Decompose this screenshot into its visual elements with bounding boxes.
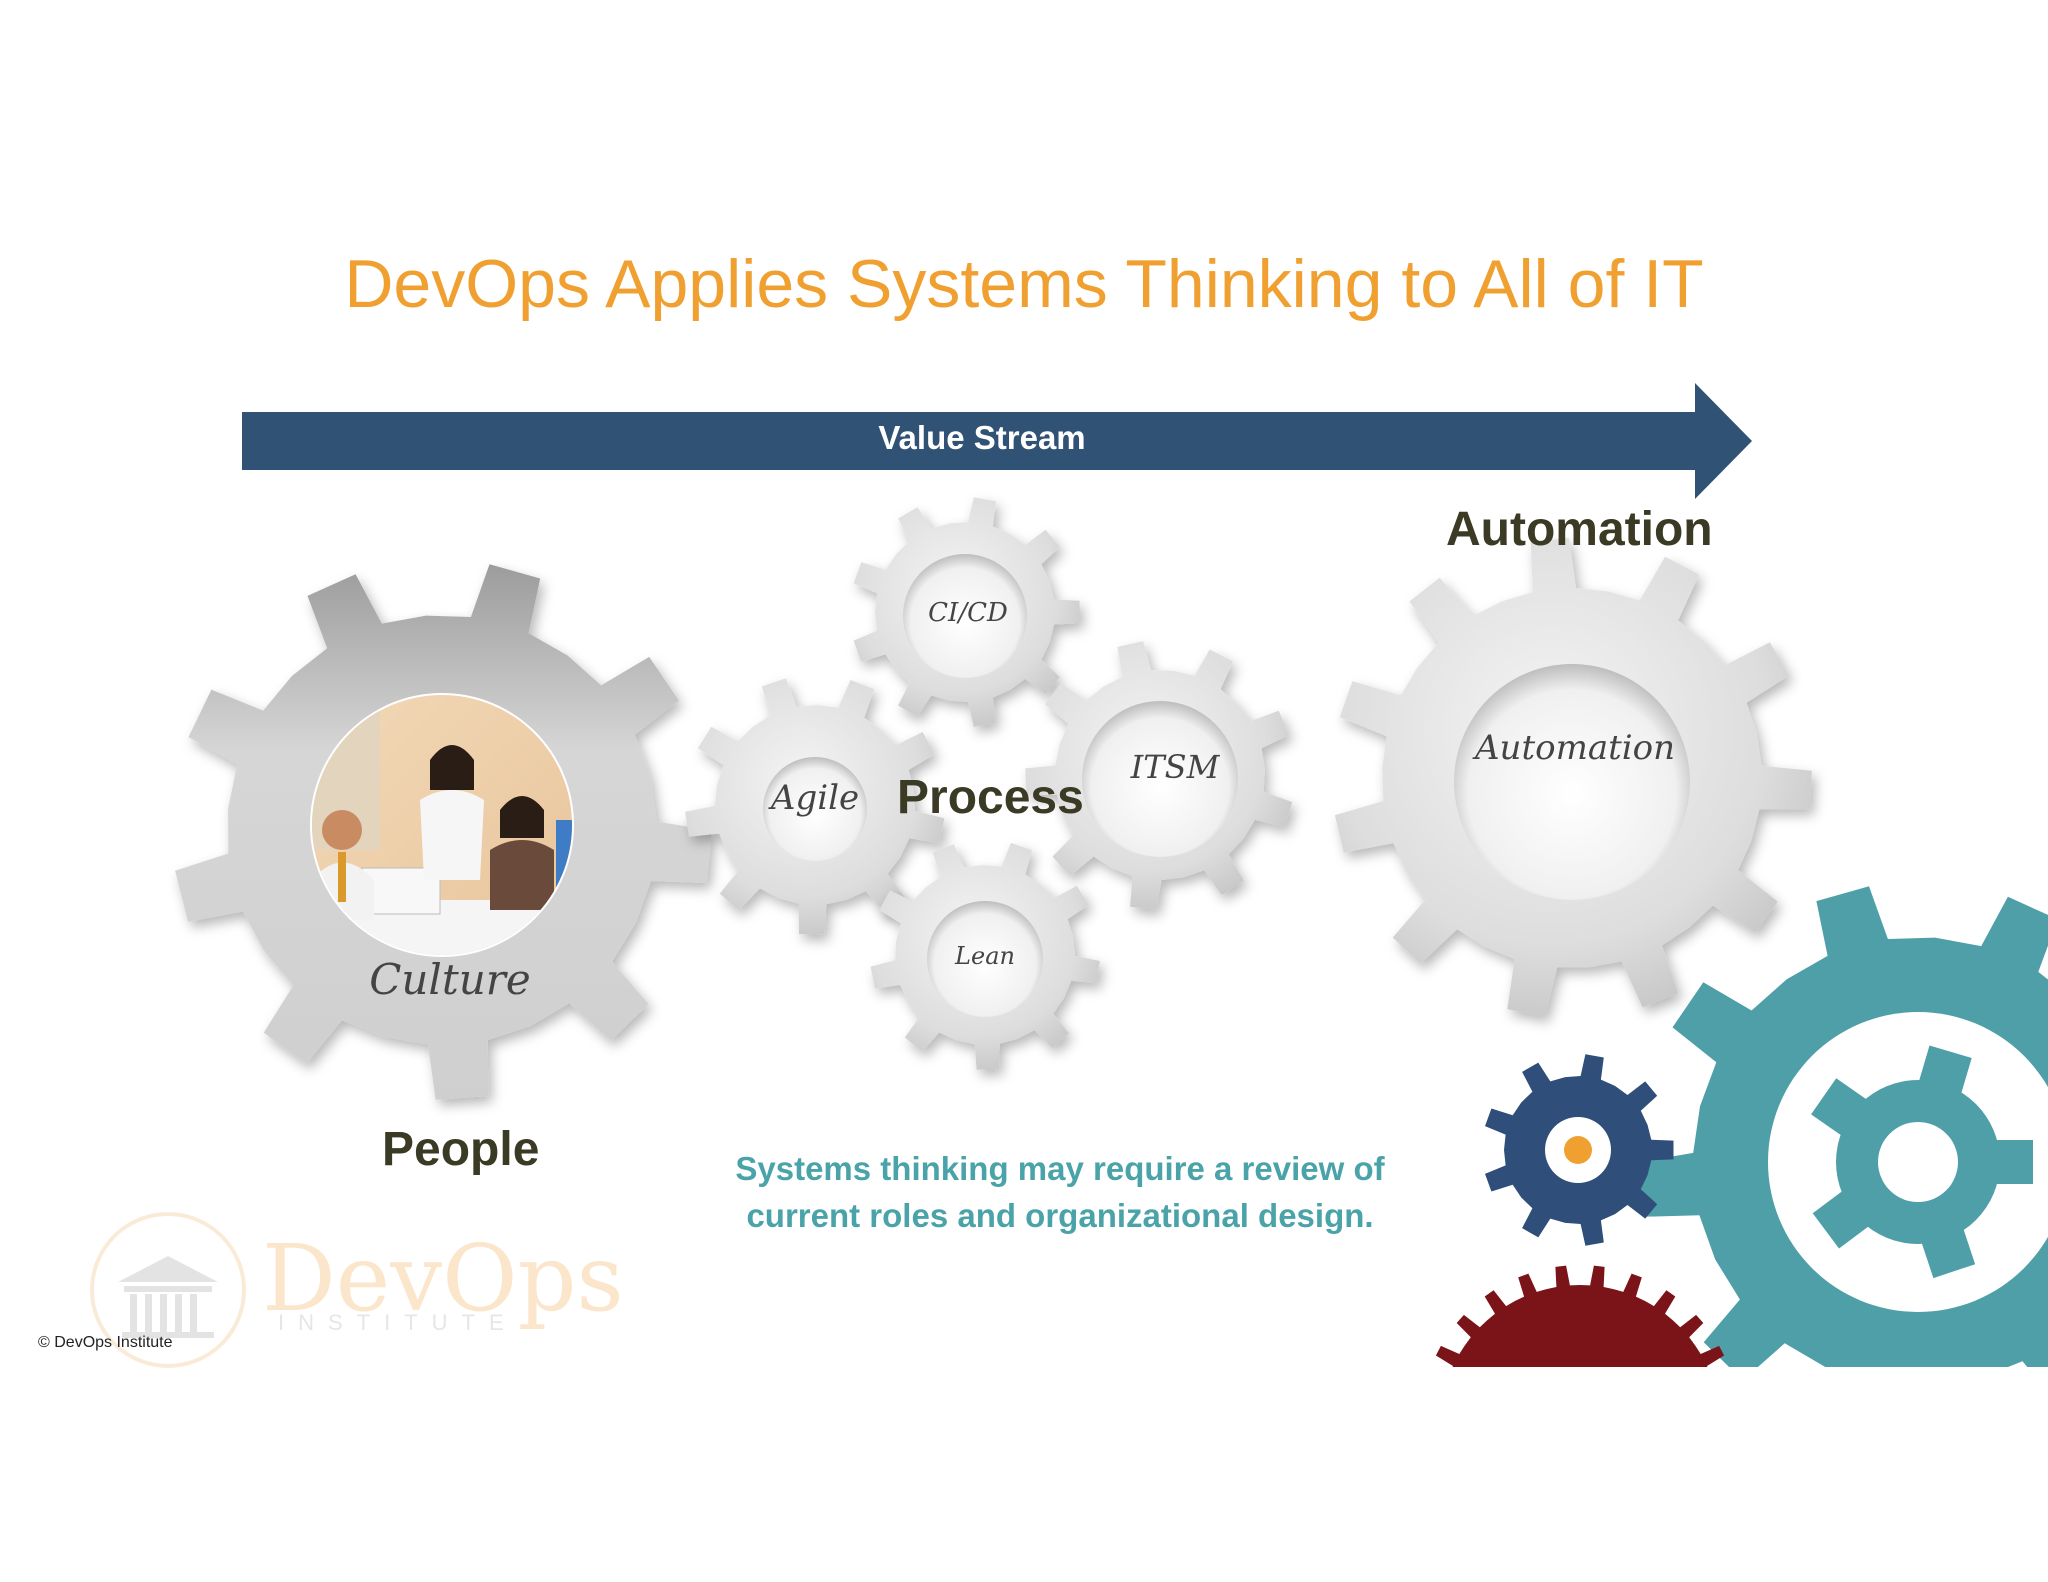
automation-label: Automation [1446, 503, 1713, 556]
itsm-gear [1025, 641, 1293, 910]
caption-line-1: Systems thinking may require a review of [735, 1150, 1385, 1187]
gear-label-lean: Lean [955, 942, 1015, 970]
people-label: People [382, 1123, 540, 1176]
navy-decor-gear [1485, 1054, 1674, 1246]
cicd-gear [853, 497, 1080, 727]
agile-gear [685, 678, 945, 935]
watermark-sub: INSTITUTE [278, 1310, 518, 1335]
value-stream-label: Value Stream [878, 419, 1086, 456]
watermark-name: DevOps [262, 1225, 624, 1332]
gear-label-automation: Automation [1475, 728, 1675, 768]
value-stream-arrow [242, 383, 1752, 499]
caption: Systems thinking may require a review of… [700, 1145, 1420, 1239]
process-label: Process [897, 771, 1084, 824]
gear-label-itsm: ITSM [1130, 748, 1220, 786]
gear-label-culture: Culture [369, 955, 531, 1004]
gear-label-cicd: CI/CD [928, 598, 1008, 628]
gear-label-agile: Agile [770, 778, 860, 818]
copyright: © DevOps Institute [38, 1334, 173, 1351]
automation-gear [1334, 538, 1812, 1017]
slide-title: DevOps Applies Systems Thinking to All o… [344, 246, 1704, 322]
devops-institute-logo [90, 1212, 246, 1368]
lean-gear [870, 842, 1100, 1070]
caption-line-2: current roles and organizational design. [746, 1197, 1374, 1234]
teal-decor-gear [1638, 886, 2048, 1442]
